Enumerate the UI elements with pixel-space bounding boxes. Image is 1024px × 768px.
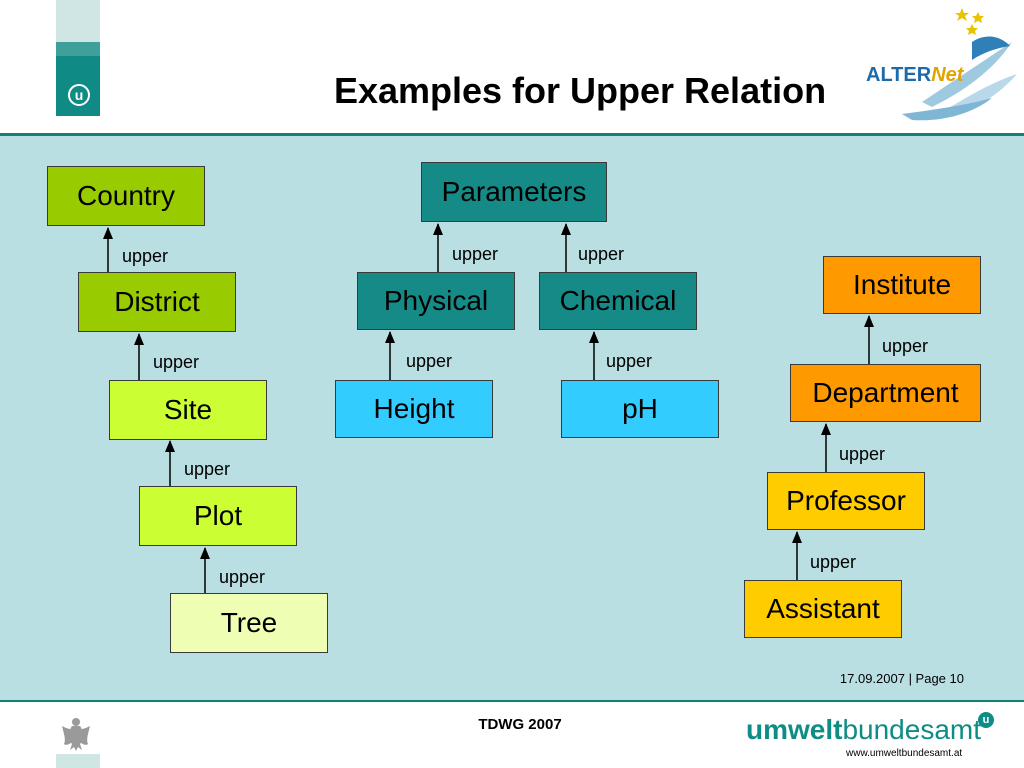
relation-label: upper [606, 351, 653, 371]
u-logo-icon: u [68, 84, 90, 106]
node-institute: Institute [823, 256, 981, 314]
node-department: Department [790, 364, 981, 422]
footer-divider [0, 700, 1024, 702]
austrian-eagle-icon [62, 718, 90, 751]
node-site: Site [109, 380, 267, 440]
relation-label: upper [578, 244, 625, 264]
node-ph: pH [561, 380, 719, 438]
node-chemical: Chemical [539, 272, 697, 330]
relation-label: upper [882, 336, 929, 356]
node-district: District [78, 272, 236, 332]
relation-label: upper [184, 459, 231, 479]
umweltbundesamt-u-icon: u [978, 712, 994, 728]
relation-label: upper [810, 552, 857, 572]
relation-label: upper [452, 244, 499, 264]
node-professor: Professor [767, 472, 925, 530]
node-physical: Physical [357, 272, 515, 330]
footer-color-stripe [56, 754, 100, 768]
node-country: Country [47, 166, 205, 226]
event-name: TDWG 2007 [478, 716, 562, 733]
slide-title: Examples for Upper Relation [333, 70, 827, 111]
node-tree: Tree [170, 593, 328, 653]
node-assistant: Assistant [744, 580, 902, 638]
header-divider [0, 133, 1024, 136]
relation-label: upper [219, 567, 266, 587]
node-height: Height [335, 380, 493, 438]
node-parameters: Parameters [421, 162, 607, 222]
relation-label: upper [153, 352, 200, 372]
alternet-logo-icon [902, 8, 1017, 121]
relation-label: upper [839, 444, 886, 464]
website-url: www.umweltbundesamt.at [846, 748, 963, 759]
alternet-logo-text: ALTERNet [866, 64, 964, 86]
date-page-number: 17.09.2007 | Page 10 [839, 671, 964, 686]
relation-label: upper [406, 351, 453, 371]
node-plot: Plot [139, 486, 297, 546]
relation-label: upper [122, 246, 169, 266]
umweltbundesamt-logo: umweltbundesamt [746, 714, 982, 745]
